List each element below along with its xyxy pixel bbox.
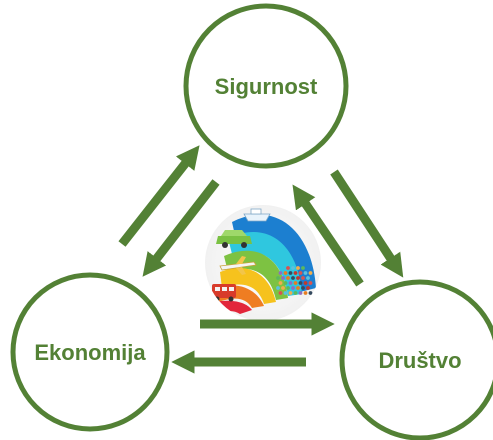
crowd-person (296, 286, 300, 290)
crowd-person (301, 276, 305, 280)
car-icon (216, 230, 252, 248)
node-drustvo-circle (339, 279, 493, 440)
crowd-person (288, 281, 293, 285)
rainbow-band-cyan (228, 232, 302, 296)
crowd-person (306, 286, 310, 290)
rainbow-band-yellow (220, 267, 276, 304)
crowd-person (308, 281, 313, 285)
node-ekonomija-circle (10, 272, 170, 432)
crowd-person (296, 276, 300, 280)
crowd-person (278, 291, 283, 295)
crowd-person (308, 271, 313, 275)
node-drustvo-label: Društvo (378, 348, 461, 373)
crowd-person (298, 271, 303, 275)
crowd-person (296, 266, 300, 270)
crowd-person (293, 271, 298, 275)
crowd-person (291, 266, 295, 270)
crowd-person (301, 266, 305, 270)
node-ekonomija: Ekonomija (10, 272, 170, 432)
crowd-person (283, 291, 288, 295)
crowd-person (288, 291, 293, 295)
airplane-icon (219, 256, 257, 275)
crowd-person (283, 281, 288, 285)
crowd-person (306, 276, 310, 280)
arrows (118, 145, 404, 374)
crowd-person (276, 286, 280, 290)
crowd-person (281, 276, 285, 280)
crowd-person (291, 276, 295, 280)
crowd-person (303, 281, 308, 285)
crowd-person (293, 291, 298, 295)
node-sigurnost-label: Sigurnost (215, 74, 318, 99)
crowd-person (293, 281, 298, 285)
crowd-person (308, 291, 313, 295)
crowd-person (278, 271, 283, 275)
transport-illustration (205, 205, 321, 321)
boat-icon (243, 208, 271, 222)
crowd-person (286, 266, 290, 270)
crowd-person (286, 276, 290, 280)
crowd-person (298, 281, 303, 285)
crowd-person (286, 286, 290, 290)
crowd-person (298, 291, 303, 295)
node-sigurnost-circle (183, 3, 349, 169)
arrow-sigurnost-to-drustvo (330, 169, 404, 278)
crowd-person (303, 291, 308, 295)
crowd-person (276, 276, 280, 280)
crowd-person (291, 286, 295, 290)
node-ekonomija-label: Ekonomija (34, 340, 146, 365)
crowd-person (301, 286, 305, 290)
crowd-person (278, 281, 283, 285)
node-drustvo: Društvo (339, 279, 493, 440)
arrow-ekonomija-to-sigurnost (118, 145, 200, 247)
crowd-person (281, 286, 285, 290)
crowd-person (303, 271, 308, 275)
crowd-icon (276, 266, 313, 295)
arrow-sigurnost-to-ekonomija (142, 179, 220, 277)
node-sigurnost: Sigurnost (183, 3, 349, 169)
arrow-drustvo-to-sigurnost (292, 184, 364, 287)
crowd-person (283, 271, 288, 275)
crowd-person (288, 271, 293, 275)
